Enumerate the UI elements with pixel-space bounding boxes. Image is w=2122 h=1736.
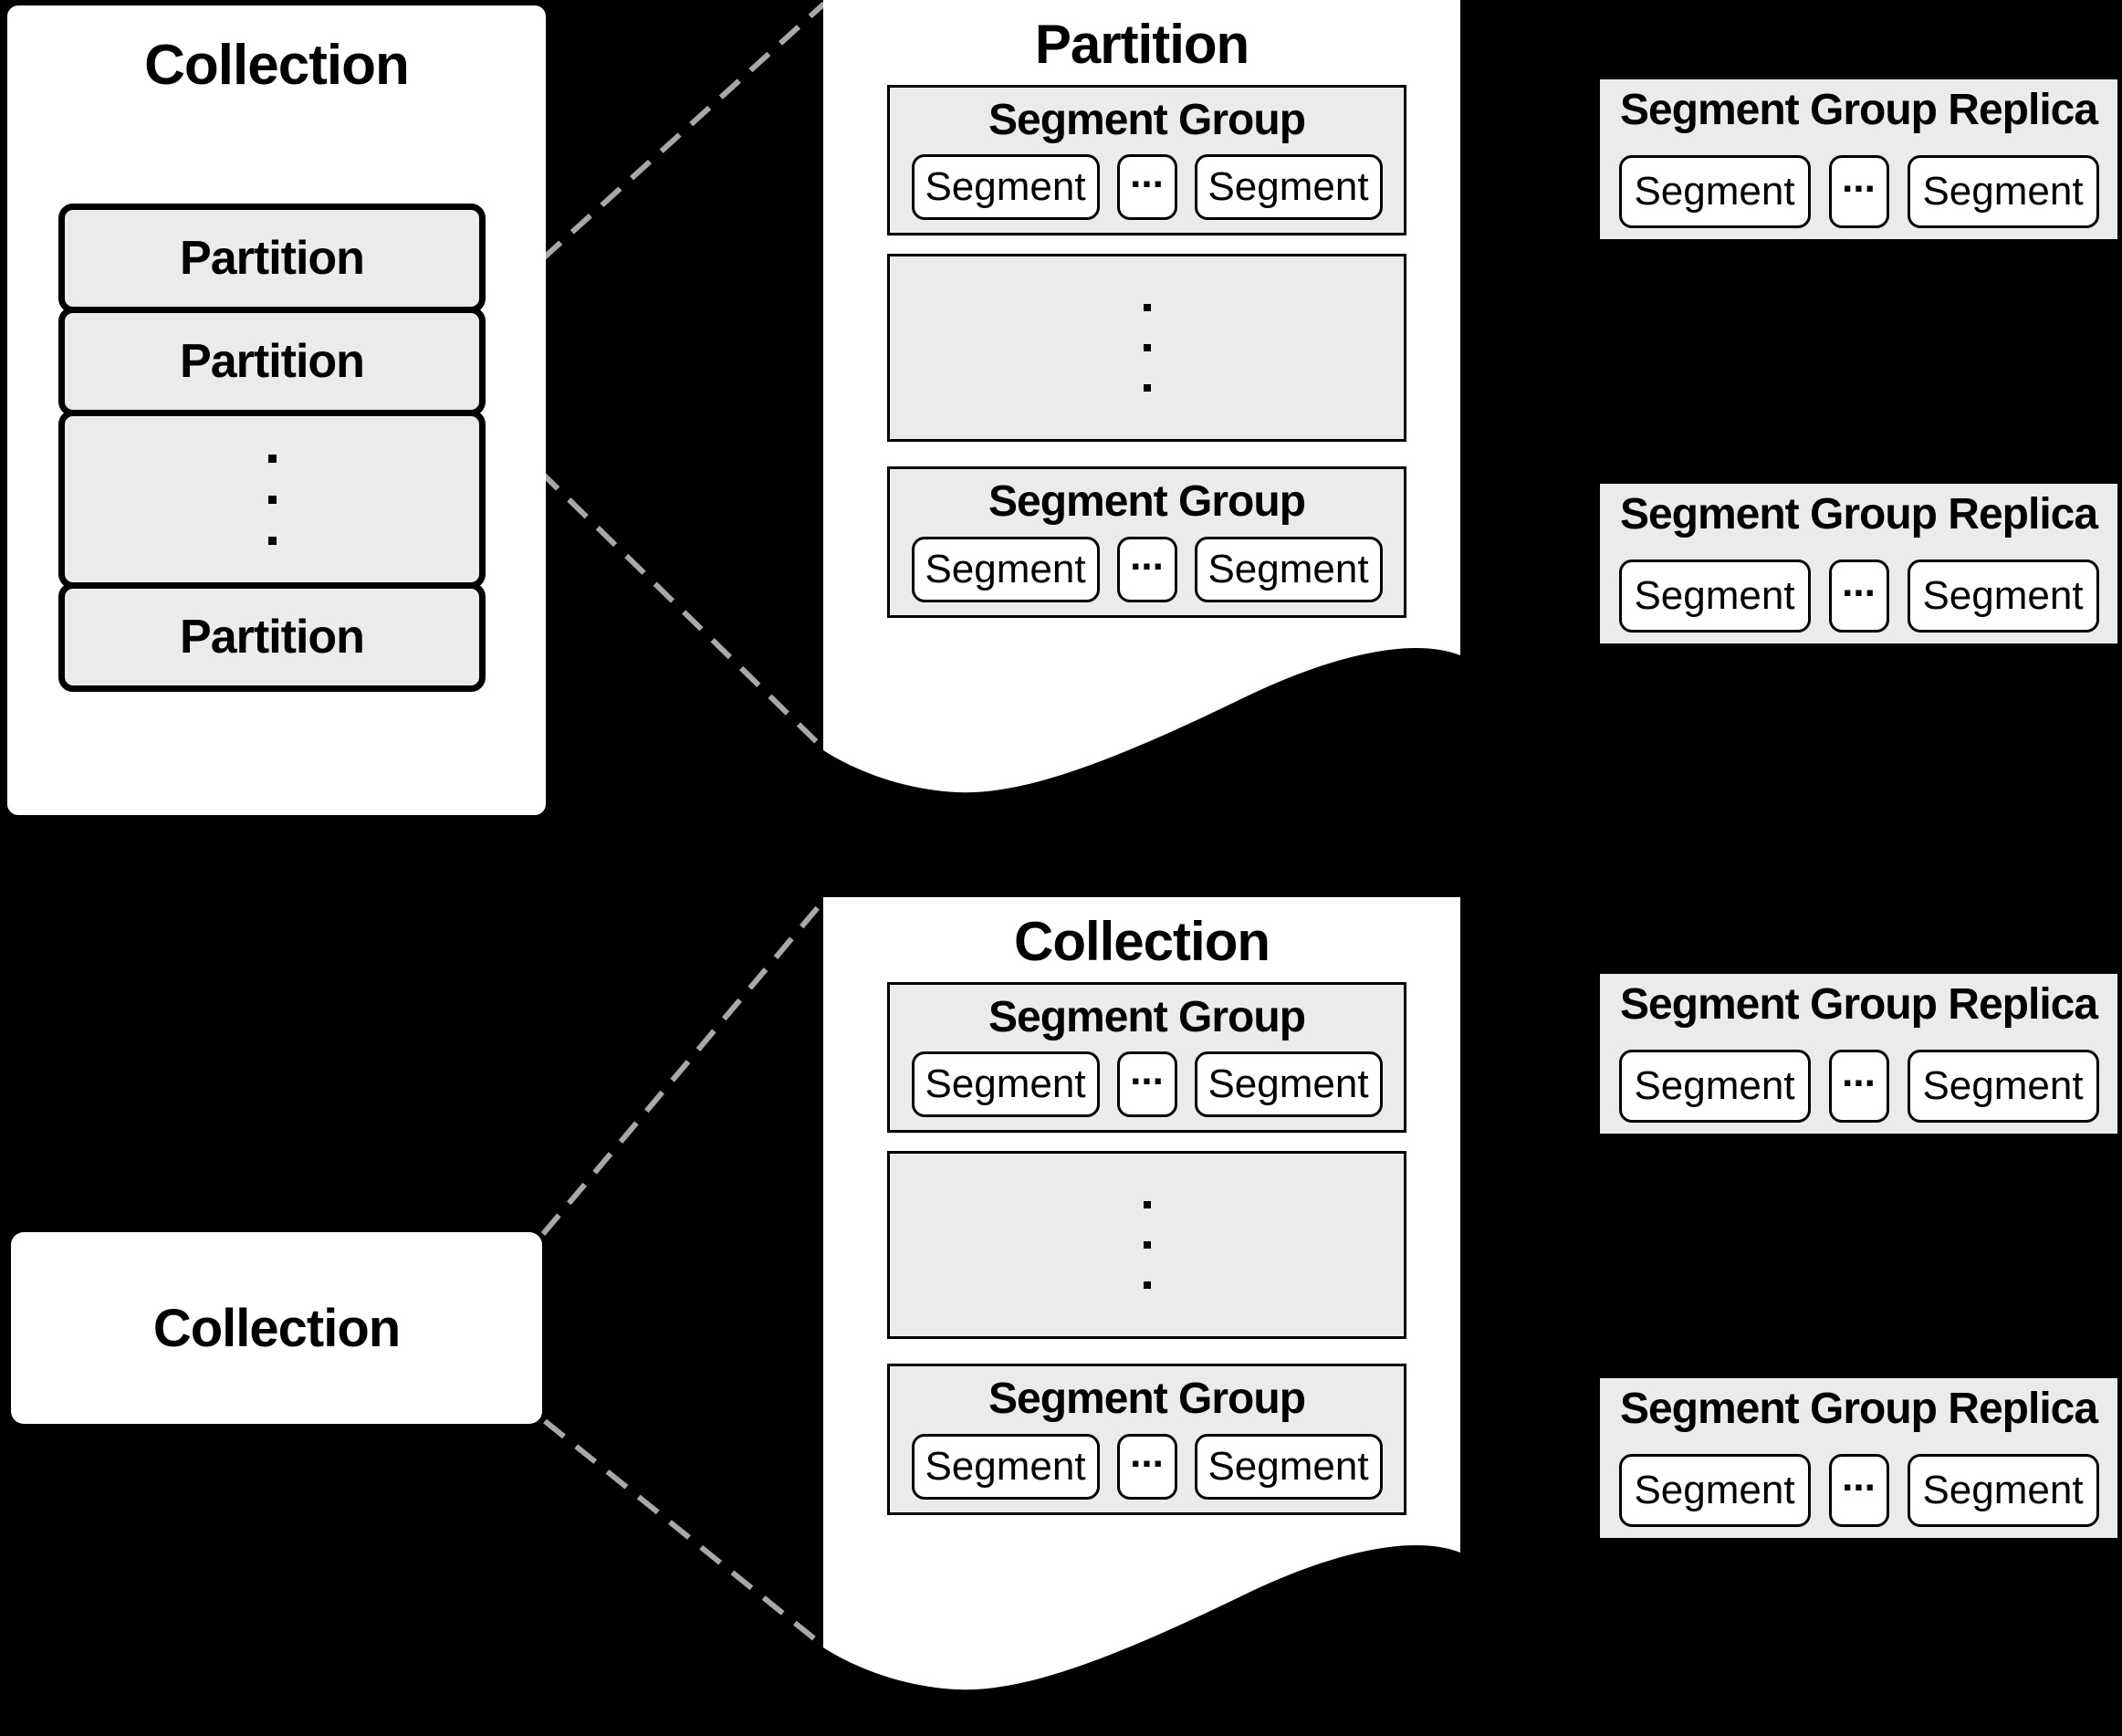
segment-row: Segment ... Segment — [911, 152, 1383, 220]
collection-detail-title: Collection — [1013, 911, 1270, 972]
segment-box: Segment — [1907, 1454, 2099, 1527]
segment-group-replica-box: Segment Group Replica Segment ... Segmen… — [1600, 974, 2117, 1134]
segment-group-replica-box: Segment Group Replica Segment ... Segmen… — [1600, 484, 2117, 643]
segment-box: Segment — [911, 1051, 1100, 1117]
segment-group-replica-title: Segment Group Replica — [1619, 1385, 2098, 1433]
ellipsis-label: ... — [1130, 152, 1164, 196]
segment-row: Segment ... Segment — [1618, 155, 2099, 228]
segment-group-replica-title: Segment Group Replica — [1619, 980, 2098, 1029]
vertical-ellipsis-icon — [1143, 384, 1151, 392]
segment-group-box: Segment Group Segment ... Segment — [887, 85, 1406, 235]
expansion-dashed-line-bottom-lower — [543, 1418, 821, 1646]
segment-row: Segment ... Segment — [1618, 1050, 2099, 1123]
segment-group-replica-title: Segment Group Replica — [1619, 490, 2098, 539]
vertical-ellipsis-icon — [1143, 1241, 1151, 1249]
segment-box: Segment — [1618, 1454, 1811, 1527]
ellipsis-label: ... — [1842, 1051, 1876, 1095]
segment-group-replica-box: Segment Group Replica Segment ... Segmen… — [1600, 1378, 2117, 1538]
ellipsis-label: ... — [1130, 1431, 1164, 1476]
ellipsis-box: ... — [1116, 1049, 1177, 1117]
segment-box: Segment — [1194, 1051, 1383, 1117]
segment-box: Segment — [1907, 1050, 2099, 1123]
vertical-ellipsis-icon — [267, 495, 277, 504]
ellipsis-box: ... — [1116, 1431, 1177, 1500]
ellipsis-label: ... — [1842, 560, 1876, 605]
segment-group-title: Segment Group — [988, 1375, 1306, 1423]
segment-row: Segment ... Segment — [1618, 1454, 2099, 1527]
ellipsis-label: ... — [1842, 1455, 1876, 1500]
more-segment-groups-placeholder — [887, 254, 1406, 442]
partition-row: Partition — [58, 204, 486, 313]
ellipsis-box: ... — [1116, 534, 1177, 602]
ellipsis-box: ... — [1828, 155, 1889, 228]
segment-row: Segment ... Segment — [911, 1049, 1383, 1117]
segment-group-title: Segment Group — [988, 993, 1306, 1041]
ellipsis-box: ... — [1116, 152, 1177, 220]
collection-overview-panel: Collection Partition Partition Partition — [7, 5, 546, 815]
more-segment-groups-placeholder — [887, 1151, 1406, 1339]
partition-row: Partition — [58, 582, 486, 692]
segment-box: Segment — [1194, 537, 1383, 602]
segment-box: Segment — [1618, 1050, 1811, 1123]
ellipsis-label: ... — [1130, 1049, 1164, 1093]
segment-group-box: Segment Group Segment ... Segment — [887, 1364, 1406, 1515]
ellipsis-label: ... — [1842, 156, 1876, 201]
collection-detail-panel: Collection Segment Group Segment ... Seg… — [823, 897, 1460, 1710]
segment-group-replica-box: Segment Group Replica Segment ... Segmen… — [1600, 79, 2117, 239]
ellipsis-box: ... — [1828, 559, 1889, 633]
vertical-ellipsis-icon — [1143, 344, 1151, 351]
ellipsis-box: ... — [1828, 1454, 1889, 1527]
segment-group-title: Segment Group — [988, 96, 1306, 144]
more-partitions-placeholder — [58, 410, 486, 589]
expansion-dashed-line-bottom-upper — [540, 898, 827, 1236]
segment-box: Segment — [1907, 559, 2099, 633]
ellipsis-box: ... — [1828, 1050, 1889, 1123]
collection-overview-title: Collection — [144, 34, 410, 97]
segment-group-box: Segment Group Segment ... Segment — [887, 466, 1406, 618]
vertical-ellipsis-icon — [1143, 1201, 1151, 1208]
segment-box: Segment — [911, 154, 1100, 220]
segment-row: Segment ... Segment — [911, 534, 1383, 602]
expansion-dashed-line-top-upper — [480, 1, 827, 316]
vertical-ellipsis-icon — [267, 454, 277, 463]
segment-row: Segment ... Segment — [911, 1431, 1383, 1500]
segment-box: Segment — [1907, 155, 2099, 228]
partition-row: Partition — [58, 307, 486, 416]
segment-box: Segment — [911, 537, 1100, 602]
segment-box: Segment — [1618, 559, 1811, 633]
partition-detail-panel: Partition Segment Group Segment ... Segm… — [823, 0, 1460, 812]
segment-group-replica-title: Segment Group Replica — [1619, 86, 2098, 134]
segment-group-title: Segment Group — [988, 477, 1306, 526]
vertical-ellipsis-icon — [1143, 1281, 1151, 1289]
segment-group-box: Segment Group Segment ... Segment — [887, 982, 1406, 1133]
vertical-ellipsis-icon — [1143, 304, 1151, 311]
segment-box: Segment — [1194, 1434, 1383, 1500]
ellipsis-label: ... — [1130, 534, 1164, 579]
segment-box: Segment — [1618, 155, 1811, 228]
segment-row: Segment ... Segment — [1618, 559, 2099, 633]
vertical-ellipsis-icon — [267, 536, 277, 545]
segment-box: Segment — [1194, 154, 1383, 220]
collection-label-box: Collection — [11, 1232, 542, 1424]
partition-detail-title: Partition — [1034, 14, 1249, 75]
segment-box: Segment — [911, 1434, 1100, 1500]
